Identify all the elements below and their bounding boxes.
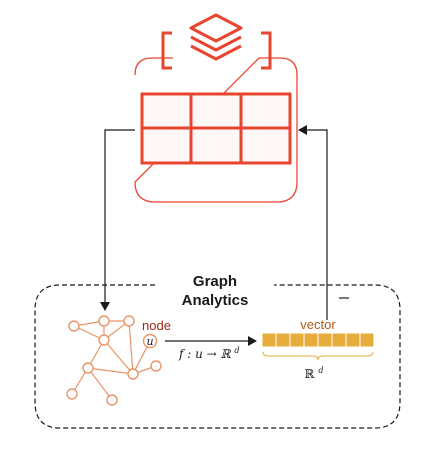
graph-nodes xyxy=(66,315,162,406)
node-variable: u xyxy=(146,335,153,348)
vector-cell xyxy=(275,332,291,348)
function-label: f : u → ℝ d xyxy=(178,346,239,361)
vector-cell xyxy=(303,332,319,348)
graph-node xyxy=(82,362,94,374)
graph-node xyxy=(127,368,139,380)
graph-node xyxy=(98,315,110,327)
vector-bar xyxy=(261,332,375,348)
graph-node xyxy=(98,334,110,346)
vector-cell xyxy=(345,332,361,348)
logo xyxy=(161,13,272,70)
dimension-label: ℝ d xyxy=(305,366,324,381)
box-title-line2: Analytics xyxy=(182,292,249,309)
node-label: node xyxy=(142,318,171,333)
arrow-table-to-graph xyxy=(100,129,135,311)
vector-cell xyxy=(261,332,277,348)
graph-analytics-box xyxy=(34,284,401,429)
vector-label: vector xyxy=(300,317,336,332)
table-grid-icon xyxy=(140,92,292,165)
arrow-vector-to-table xyxy=(298,125,328,320)
stacked-layers-icon xyxy=(189,13,243,61)
graph-node xyxy=(68,320,80,332)
database-container xyxy=(134,57,298,203)
graph-node xyxy=(66,388,78,400)
vector-cell xyxy=(359,332,375,348)
graph-node xyxy=(123,315,135,327)
vector-brace xyxy=(262,351,374,361)
vector-cell xyxy=(317,332,333,348)
right-bracket xyxy=(261,31,272,70)
graph-node xyxy=(106,394,118,406)
graph-node xyxy=(150,360,162,372)
left-bracket xyxy=(161,31,172,70)
vector-cell xyxy=(331,332,347,348)
highlighted-node xyxy=(142,333,158,349)
graph-network xyxy=(66,315,162,406)
box-title-line1: Graph xyxy=(193,273,237,290)
vector-cell xyxy=(289,332,305,348)
